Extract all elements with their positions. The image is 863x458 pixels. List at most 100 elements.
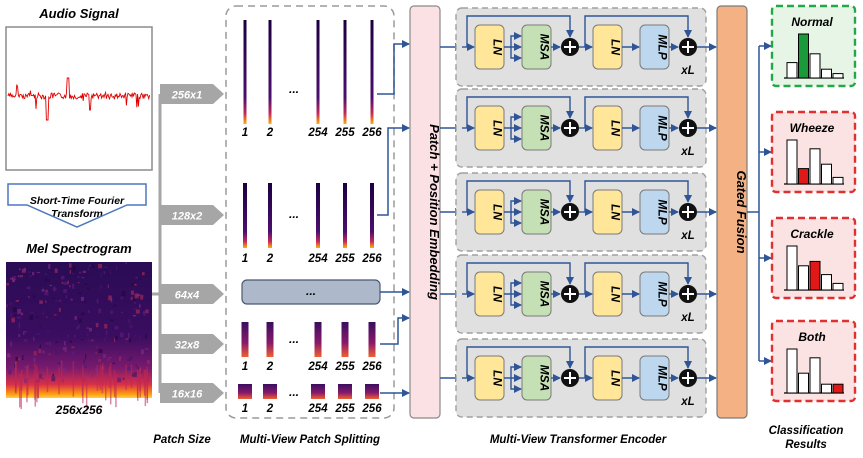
spectrogram-texture [102, 363, 104, 386]
spectrogram-texture [73, 335, 77, 337]
histogram-bar [786, 245, 798, 291]
spectrogram-texture [91, 374, 94, 377]
spectrogram-texture [55, 341, 58, 343]
class-name: Both [798, 330, 825, 344]
msa-block-label: MSA [538, 281, 552, 308]
spectrogram-texture [106, 346, 108, 350]
patch-strip [370, 183, 374, 248]
encoder-caption: Multi-View Transformer Encoder [490, 434, 667, 446]
spectrogram-texture [95, 345, 99, 349]
spectrogram-texture [24, 366, 28, 369]
spectrogram-texture [82, 270, 86, 273]
flow-arrow [584, 262, 692, 294]
spectrogram-texture [83, 358, 86, 364]
spectrogram-texture [86, 327, 90, 329]
spectrogram-texture [81, 339, 84, 340]
flow-arrow [466, 262, 574, 294]
histogram-bar [809, 148, 821, 185]
spectrogram-texture [46, 330, 50, 332]
spectrogram-texture [6, 273, 8, 277]
spectrogram-texture [130, 290, 134, 295]
spectrogram-texture [69, 263, 72, 268]
spectrogram-texture [72, 283, 75, 289]
spectrogram-texture [133, 308, 137, 310]
spectrogram-texture [52, 373, 54, 377]
histogram-bar [832, 176, 844, 185]
spectrogram-texture [125, 340, 128, 345]
spectrogram-texture [39, 325, 42, 327]
histogram-bar [798, 265, 809, 291]
histogram-bar [821, 274, 832, 291]
spectrogram-texture [98, 308, 101, 314]
spectrogram-texture [108, 295, 112, 301]
spectrogram-texture [33, 357, 36, 362]
flow-arrow [377, 40, 410, 95]
ellipsis: ... [289, 82, 299, 96]
spectrogram-texture [49, 342, 52, 346]
flow-arrow [510, 378, 522, 393]
spectrogram-texture [15, 362, 17, 388]
histogram-bar [832, 383, 844, 394]
spectrogram-texture [55, 350, 59, 355]
spectrogram-texture [53, 286, 56, 292]
patch-index-label: 2 [266, 403, 274, 415]
spectrogram-texture [44, 291, 49, 296]
spectrogram-texture [145, 309, 149, 314]
patch-square [338, 384, 352, 399]
patch-strip [243, 20, 247, 124]
spectrogram-texture [110, 372, 112, 405]
flow-arrow [510, 279, 522, 294]
mlp-block-label: MLP [656, 281, 670, 307]
patch-strip [343, 183, 347, 248]
spectrogram-texture [80, 296, 84, 301]
spectrogram-texture [40, 346, 43, 348]
spectrogram-texture [87, 266, 89, 271]
spectrogram-texture [99, 363, 102, 390]
spectrogram-texture [143, 310, 146, 316]
flow-arrow [380, 314, 410, 345]
spectrogram-texture [45, 273, 47, 276]
spectrogram-texture [67, 334, 69, 338]
patch-index-label: 1 [242, 253, 248, 265]
patch-size-arrow [160, 84, 224, 104]
spectrogram-texture [64, 349, 67, 353]
spectrogram-texture [134, 301, 136, 304]
histogram-bar [798, 372, 809, 394]
spectrogram-texture [130, 364, 133, 388]
msa-block-label: MSA [538, 365, 552, 392]
spectrogram-texture [89, 344, 94, 348]
spectrogram-texture [78, 292, 82, 294]
spectrogram-texture [33, 336, 35, 341]
histogram-bar [832, 282, 844, 291]
spectrogram-texture [37, 374, 39, 399]
spectrogram-texture [77, 324, 80, 329]
spectrogram-texture [85, 354, 87, 360]
spectrogram-texture [10, 277, 14, 280]
patch-square [238, 384, 252, 399]
histogram-bar [809, 53, 821, 79]
spectrogram-texture [84, 301, 87, 303]
spectrogram-texture [30, 311, 35, 314]
spectrogram-texture [103, 266, 108, 268]
spectrogram-texture [23, 356, 26, 360]
spectrogram-texture [138, 278, 142, 280]
flow-arrow [584, 96, 692, 128]
layer-norm-block-label: LN [609, 204, 623, 220]
spectrogram-texture [95, 323, 99, 328]
spectrogram-texture [91, 339, 94, 342]
spectrogram-texture [10, 302, 12, 305]
results-caption-line1: Classification [769, 425, 844, 437]
msa-block-label: MSA [538, 34, 552, 61]
spectrogram-texture [110, 270, 112, 275]
spectrogram-texture [104, 323, 108, 329]
results-caption-line2: Results [785, 439, 827, 451]
audio-waveform [7, 77, 151, 121]
spectrogram-texture [77, 276, 81, 278]
patch-strip [243, 183, 247, 248]
spectrogram-texture [36, 365, 38, 403]
histogram-bar [786, 62, 798, 79]
spectrogram-texture [115, 374, 117, 408]
spectrogram-texture [85, 373, 89, 376]
patch-splitting-caption: Multi-View Patch Splitting [240, 434, 380, 446]
